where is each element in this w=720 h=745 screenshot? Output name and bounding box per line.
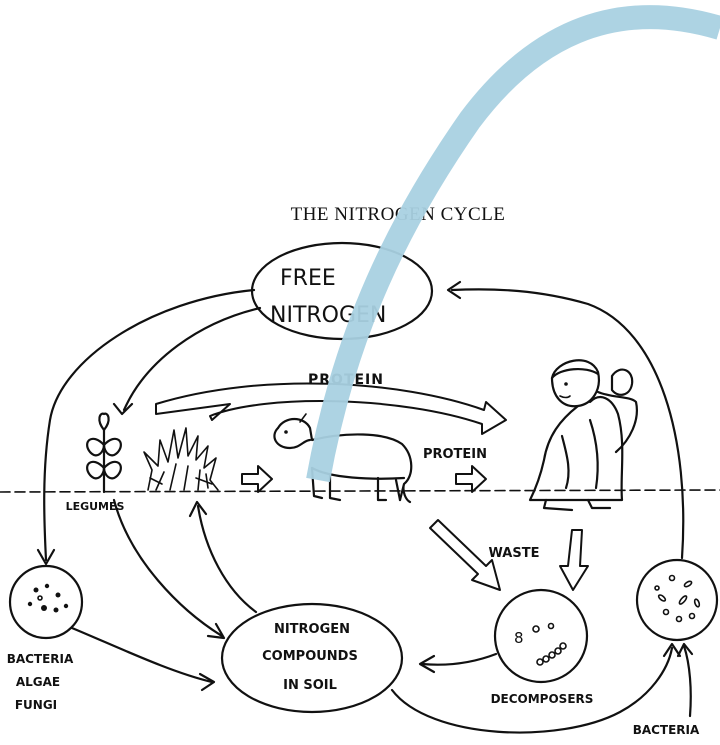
decomposers-node: 8 DECOMPOSERS bbox=[491, 588, 594, 706]
nitrogen-compounds-line3: IN SOIL bbox=[283, 678, 337, 693]
bacteria-to-free-nitrogen-arrow bbox=[450, 288, 685, 560]
microbe-dots-icon bbox=[27, 583, 69, 613]
protein-mid-label: PROTEIN bbox=[423, 447, 487, 462]
waste-arrow-vertical bbox=[559, 529, 589, 591]
nitrogen-compounds-node: NITROGEN COMPOUNDS IN SOIL bbox=[220, 602, 404, 714]
soil-to-bacteria-arrow bbox=[390, 646, 674, 734]
free-nitrogen-label-line1: FREE bbox=[280, 266, 336, 291]
fungi-label: FUNGI bbox=[15, 698, 57, 712]
nitrogen-compounds-line1: NITROGEN bbox=[274, 622, 350, 637]
protein-curved-arrow bbox=[155, 382, 507, 435]
bacteria-label: BACTERIA bbox=[7, 652, 74, 666]
bacteria-algae-fungi-node: BACTERIA ALGAE FUNGI bbox=[7, 564, 84, 712]
free-nitrogen-to-bacteria-arrow bbox=[43, 288, 256, 562]
algae-label: ALGAE bbox=[16, 675, 60, 689]
free-nitrogen-node: FREE NITROGEN bbox=[250, 241, 434, 341]
ground-line bbox=[0, 489, 720, 493]
bacteria-label-to-circle-arrow bbox=[682, 644, 692, 718]
sheep-icon bbox=[273, 413, 413, 504]
bacteria-right-node: BACTERIA bbox=[633, 558, 719, 737]
bacteria-algae-fungi-circle bbox=[8, 564, 84, 640]
grass-plant-icon bbox=[143, 427, 219, 491]
nitrogen-compounds-line2: COMPOUNDS bbox=[262, 649, 358, 664]
decomposer-microbe-icon: 8 bbox=[514, 622, 567, 666]
decomposers-circle bbox=[493, 588, 589, 684]
blue-overlay-stroke bbox=[306, 5, 720, 483]
bacteria-right-circle bbox=[635, 558, 719, 642]
decomposers-to-soil-arrow bbox=[420, 652, 498, 666]
bacteria-to-soil-arrow bbox=[70, 626, 214, 684]
legume-plant-icon bbox=[86, 412, 122, 494]
legumes-label: LEGUMES bbox=[66, 500, 125, 513]
bacteria-right-microbe-icon bbox=[654, 574, 701, 623]
free-nitrogen-to-legumes-arrow bbox=[122, 306, 262, 412]
soil-to-grass-arrow bbox=[196, 504, 258, 614]
decomposers-label: DECOMPOSERS bbox=[491, 692, 594, 706]
nitrogen-compounds-ellipse bbox=[220, 602, 404, 714]
person-with-baby-icon bbox=[528, 359, 638, 512]
svg-text:8: 8 bbox=[514, 629, 524, 647]
waste-label: WASTE bbox=[489, 546, 540, 561]
bacteria-right-label: BACTERIA bbox=[633, 723, 700, 737]
legumes-to-soil-arrow bbox=[112, 498, 224, 638]
sheep-to-person-arrow bbox=[455, 465, 487, 493]
grass-to-sheep-arrow bbox=[241, 465, 273, 493]
waste-arrow-diagonal bbox=[429, 519, 501, 591]
